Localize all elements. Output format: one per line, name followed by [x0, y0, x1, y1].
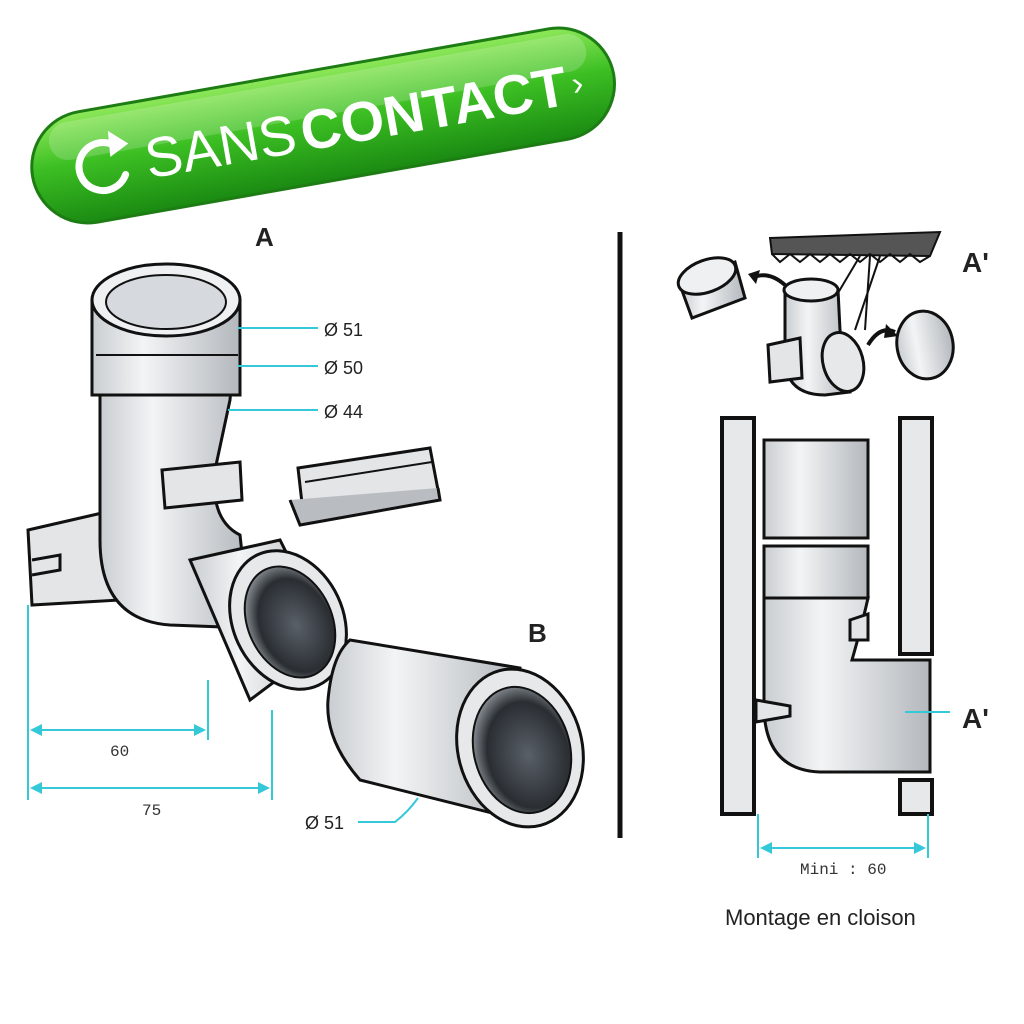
loose-clip — [288, 446, 442, 527]
wall-left — [720, 416, 756, 816]
mini-60-label: Mini : 60 — [800, 861, 886, 879]
sleeve-hole — [471, 685, 573, 815]
diameter-51-label: Ø 51 — [324, 320, 363, 340]
caption-montage: Montage en cloison — [725, 905, 916, 930]
small-elbow — [766, 277, 866, 397]
elbow-fitting-a — [26, 262, 348, 703]
label-a-prime-top: A' — [962, 247, 989, 278]
label-b: B — [528, 618, 547, 648]
wall-section — [720, 416, 934, 816]
cut-cap-right — [895, 309, 955, 381]
wall-right-upper — [898, 416, 934, 656]
dim-75-label: 75 — [142, 802, 161, 820]
outlet-hole — [243, 565, 337, 679]
sans-contact-badge[interactable]: SANS CONTACT › — [23, 19, 623, 232]
sleeve-diameter-leader — [358, 797, 419, 823]
sleeve-diameter-label: Ø 51 — [305, 813, 344, 833]
refresh-arrow-icon — [75, 130, 130, 194]
sleeve-b — [326, 638, 585, 829]
cut-cap-left — [676, 256, 747, 320]
body-clip — [160, 460, 244, 510]
label-a: A — [255, 222, 274, 252]
wall-right-lower — [898, 778, 934, 816]
installed-elbow — [754, 596, 932, 774]
saw-blade — [768, 230, 942, 331]
diameter-44-label: Ø 44 — [324, 402, 363, 422]
label-a-prime-side: A' — [962, 703, 989, 734]
diameter-leaders — [228, 327, 318, 411]
dimension-lines-a — [27, 605, 273, 800]
diameter-50-label: Ø 50 — [324, 358, 363, 378]
dimension-line-mini — [757, 814, 929, 858]
badge-background — [30, 26, 616, 225]
dim-60-label: 60 — [110, 743, 129, 761]
badge-gloss — [48, 33, 587, 161]
vertical-pipe — [762, 438, 870, 600]
